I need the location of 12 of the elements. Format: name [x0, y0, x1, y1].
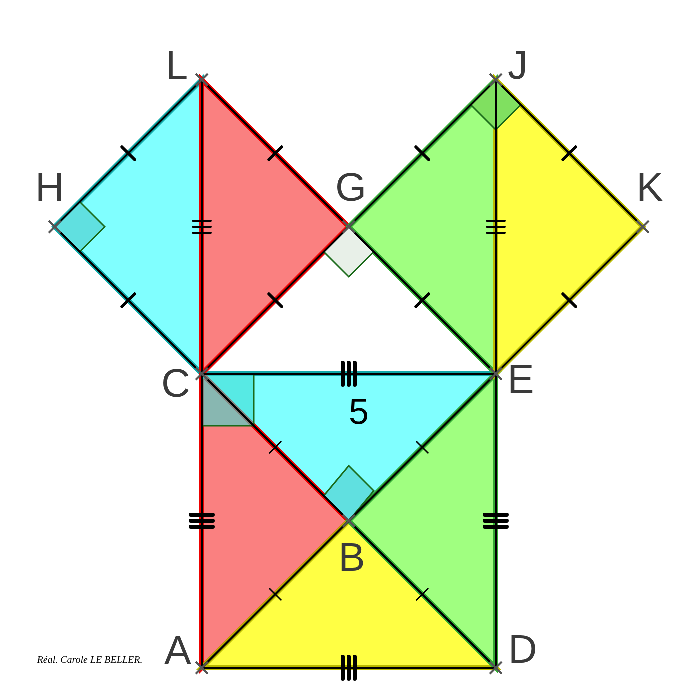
point-label: D — [508, 630, 538, 670]
point-label: L — [166, 46, 188, 86]
point-label: G — [335, 168, 367, 208]
length-label: 5 — [348, 394, 370, 430]
point-label: K — [636, 168, 664, 208]
point-label: C — [162, 364, 190, 404]
author-credit: Réal. Carole LE BELLER. — [37, 656, 143, 666]
point-label: B — [338, 538, 366, 578]
point-label: A — [164, 631, 192, 671]
point-label: J — [508, 46, 528, 86]
point-label: E — [508, 360, 534, 400]
point-label: H — [36, 168, 64, 208]
